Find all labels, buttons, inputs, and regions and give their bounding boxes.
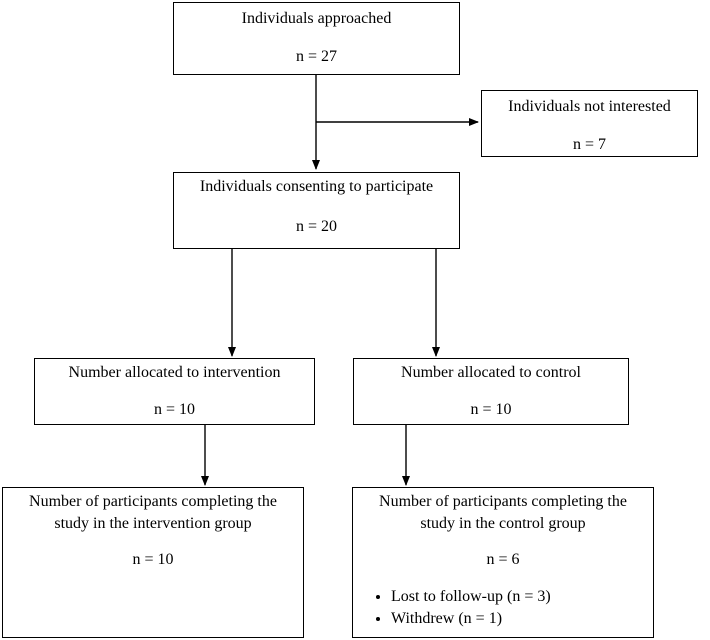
box-title-line2: study in the intervention group	[54, 515, 252, 532]
box-title: Individuals approached	[241, 10, 392, 27]
box-count: n = 6	[486, 551, 520, 568]
dropout-item-withdrew: Withdrew (n = 1)	[391, 608, 551, 630]
box-count: n = 20	[295, 218, 338, 235]
box-count: n = 10	[470, 401, 512, 418]
dropout-item-lost-to-follow-up: Lost to follow-up (n = 3)	[391, 586, 551, 608]
box-title-line1: Number of participants completing the	[379, 493, 627, 510]
box-allocated-intervention: Number allocated to intervention n = 10	[34, 358, 315, 425]
box-completed-control: Number of participants completing the st…	[352, 487, 654, 638]
box-count: n = 7	[572, 136, 607, 153]
dropout-list: Lost to follow-up (n = 3) Withdrew (n = …	[369, 586, 551, 630]
box-individuals-not-interested: Individuals not interested n = 7	[481, 90, 698, 157]
box-title: Individuals not interested	[508, 98, 671, 115]
box-title: Number allocated to intervention	[68, 364, 281, 381]
box-count: n = 27	[295, 48, 338, 65]
box-individuals-consenting: Individuals consenting to participate n …	[173, 172, 460, 249]
box-title: Individuals consenting to participate	[199, 178, 434, 195]
box-completed-intervention: Number of participants completing the st…	[2, 487, 304, 638]
box-title-line1: Number of participants completing the	[29, 493, 277, 510]
box-allocated-control: Number allocated to control n = 10	[353, 358, 629, 425]
box-title: Number allocated to control	[401, 364, 581, 381]
box-count: n = 10	[153, 401, 196, 418]
box-title-line2: study in the control group	[420, 515, 586, 532]
box-individuals-approached: Individuals approached n = 27	[173, 2, 460, 75]
box-count: n = 10	[132, 551, 174, 568]
